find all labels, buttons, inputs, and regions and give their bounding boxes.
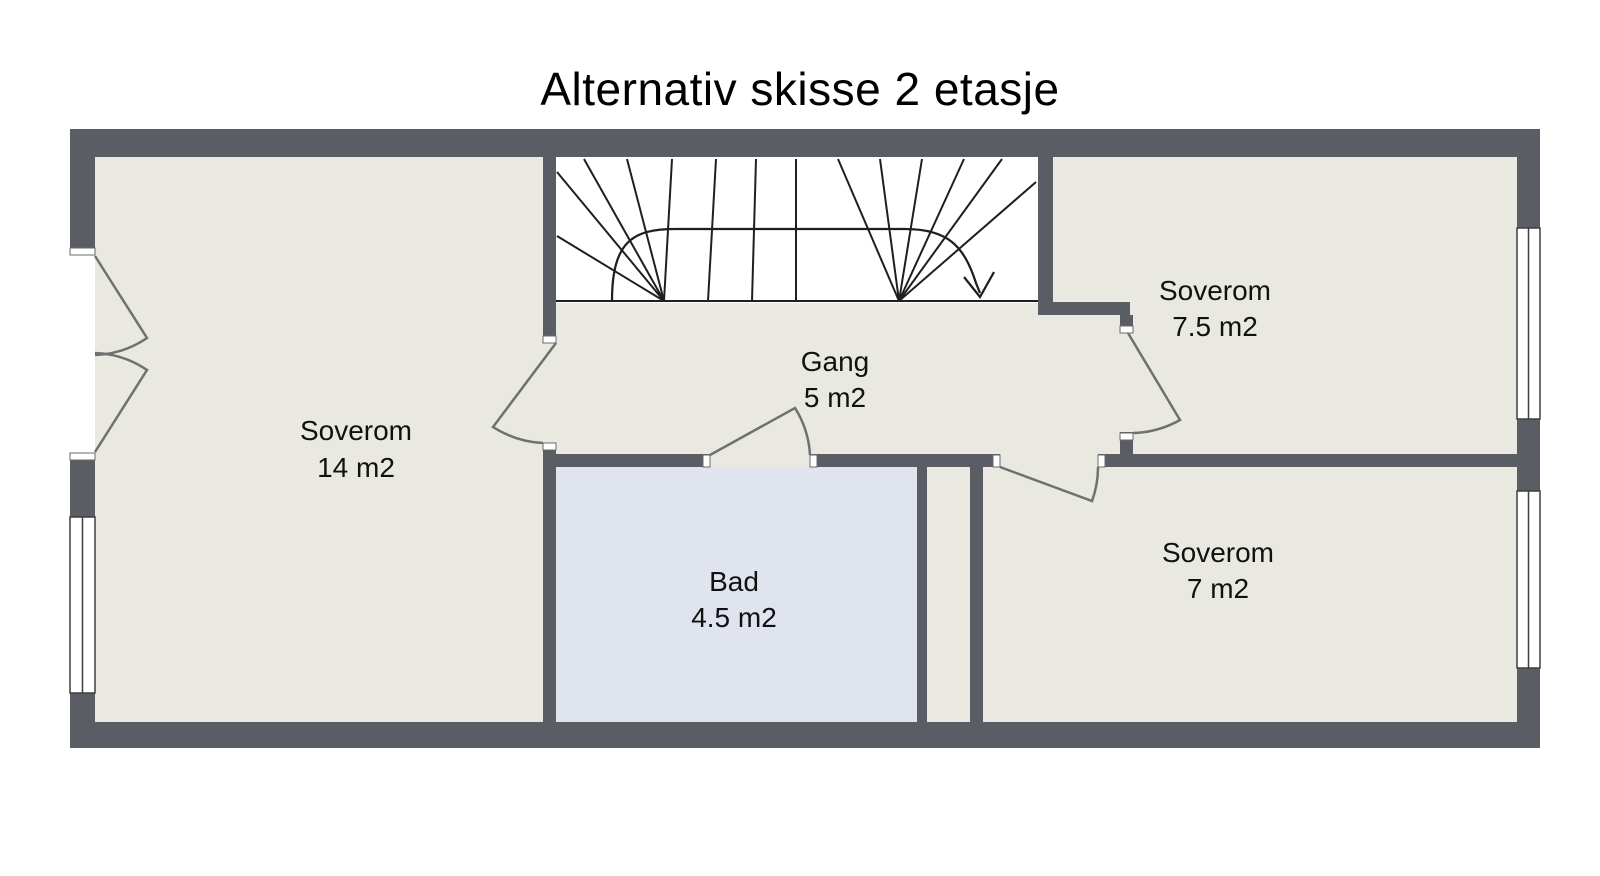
door-bedroom7: [999, 465, 1100, 503]
room-label-bad-name: Bad: [709, 566, 759, 597]
staircase: [556, 158, 1038, 302]
wall-stair-west-upper: [543, 157, 556, 339]
window-east-bedroom7: [1516, 490, 1541, 669]
interior-walls: [543, 157, 1517, 727]
wall-bath-north-right: [810, 454, 1000, 467]
room-label-bad-area: 4.5 m2: [691, 602, 777, 633]
door-bedroom75: [1126, 332, 1182, 435]
stair-direction-arrow: [963, 271, 995, 300]
room-label-soverom14-name: Soverom: [300, 415, 412, 446]
door-jambs: [69, 247, 1134, 468]
wall-bath-east: [917, 467, 927, 722]
wall-bath-west: [543, 443, 556, 727]
room-label-soverom75-area: 7.5 m2: [1172, 311, 1258, 342]
room-label-gang-name: Gang: [801, 346, 870, 377]
stair-walking-line: [610, 227, 995, 302]
windows: [69, 227, 1541, 694]
wall-stair-east: [1038, 157, 1053, 302]
wall-west-lower: [70, 693, 95, 748]
room-label-gang-area: 5 m2: [804, 382, 866, 413]
wall-east-upper: [1517, 129, 1540, 228]
floorplan-title: Alternativ skisse 2 etasje: [540, 63, 1060, 115]
wall-north: [70, 129, 1540, 157]
door-bathroom: [709, 406, 812, 457]
door-bedroom14: [491, 342, 557, 445]
room-label-soverom75-name: Soverom: [1159, 275, 1271, 306]
wall-east-middle: [1517, 419, 1540, 491]
exterior-walls: [70, 129, 1540, 748]
wall-bath-north-left: [556, 454, 710, 467]
wall-west-upper: [70, 129, 95, 255]
room-labels: Soverom 14 m2 Gang 5 m2 Soverom 7.5 m2 S…: [300, 275, 1274, 633]
window-east-bedroom75: [1516, 227, 1541, 420]
wall-west-middle: [70, 453, 95, 517]
room-floors: [95, 157, 1517, 727]
wall-bedroom7-west: [970, 467, 983, 722]
door-balcony-double: [93, 255, 149, 453]
wall-south: [70, 722, 1540, 748]
wall-mid-south-east: [1098, 454, 1517, 467]
room-label-soverom7-name: Soverom: [1162, 537, 1274, 568]
wall-east-lower: [1517, 668, 1540, 748]
doors: [93, 255, 1182, 503]
room-label-soverom7-area: 7 m2: [1187, 573, 1249, 604]
wall-gang-north-east: [1038, 302, 1130, 315]
bathroom-floor: [556, 467, 917, 722]
window-west: [69, 516, 96, 694]
room-label-soverom14-area: 14 m2: [317, 452, 395, 483]
